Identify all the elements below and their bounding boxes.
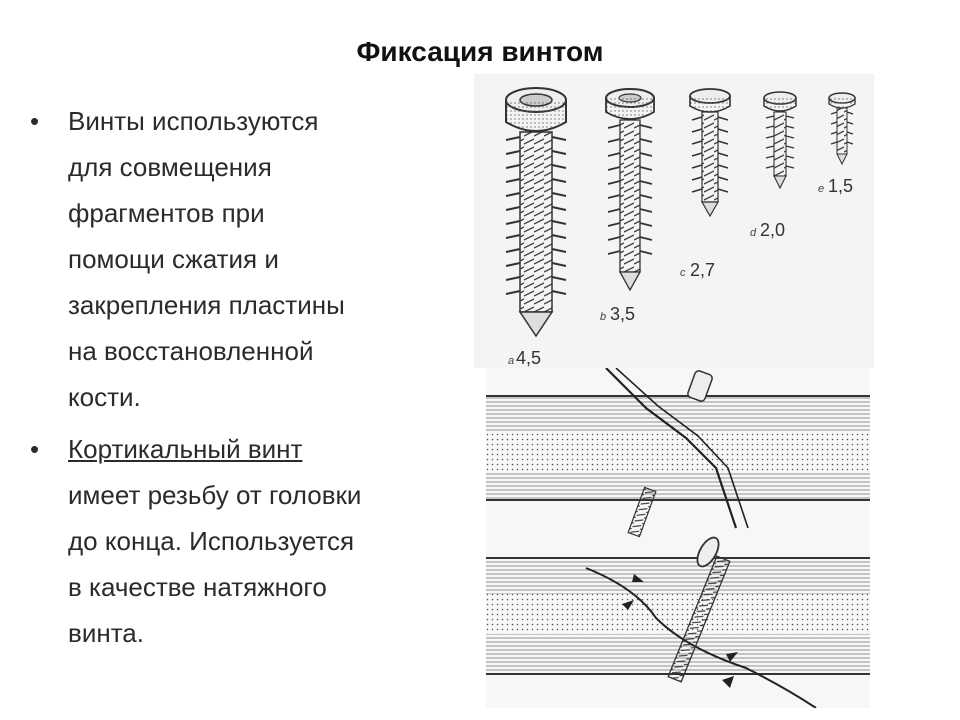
bullet-line: Винты используются <box>68 106 319 136</box>
screw-d-icon <box>763 91 797 190</box>
svg-text:2,7: 2,7 <box>690 260 715 280</box>
compression-arrow-icon <box>622 574 738 688</box>
bullet-item-cortical-screw: • Кортикальный винт имеет резьбу от голо… <box>28 426 468 656</box>
slide-title: Фиксация винтом <box>356 36 604 67</box>
bullet-line: закрепления пластины <box>68 290 345 320</box>
bone-fracture-figure <box>486 367 870 709</box>
bullet-item-screws-usage: • Винты используются для совмещения фраг… <box>28 98 468 420</box>
bullet-line: на восстановленной <box>68 336 314 366</box>
bullet-dot-icon: • <box>30 434 40 464</box>
screw-e-icon <box>828 92 856 166</box>
upper-bone-segment <box>486 395 870 501</box>
screw-label-b: b 3,5 <box>600 304 635 324</box>
screw-label-a: a 4,5 <box>508 348 541 368</box>
svg-text:b: b <box>600 311 606 323</box>
svg-text:1,5: 1,5 <box>828 176 853 196</box>
screw-b-icon <box>605 88 655 292</box>
screw-sizes-drawing: a 4,5 b 3,5 c 2,7 d 2,0 e 1,5 <box>505 87 856 368</box>
bullet-line: до конца. Используется <box>68 526 355 556</box>
screw-label-d: d 2,0 <box>750 220 785 240</box>
cortical-screw-term: Кортикальный винт <box>68 434 303 464</box>
bullet-line: фрагментов при <box>68 198 265 228</box>
bullet-dot-icon: • <box>30 106 40 136</box>
svg-text:3,5: 3,5 <box>610 304 635 324</box>
svg-text:d: d <box>750 227 757 239</box>
svg-text:2,0: 2,0 <box>760 220 785 240</box>
bone-fracture-lag-screw-icon <box>486 367 870 709</box>
bullet-line: помощи сжатия и <box>68 244 279 274</box>
svg-text:e: e <box>818 183 824 195</box>
screw-label-e: e 1,5 <box>818 176 853 196</box>
bullet-line: имеет резьбу от головки <box>68 480 362 510</box>
screw-label-c: c 2,7 <box>680 260 715 280</box>
bullet-line: в качестве натяжного <box>68 572 327 602</box>
svg-text:c: c <box>680 267 686 279</box>
bullet-line: для совмещения <box>68 152 272 182</box>
screw-a-icon <box>505 87 567 338</box>
bullet-line: кости. <box>68 382 141 412</box>
svg-text:4,5: 4,5 <box>516 348 541 368</box>
screw-c-icon <box>689 88 731 218</box>
svg-text:a: a <box>508 355 514 367</box>
bullet-list: • Винты используются для совмещения фраг… <box>28 98 468 662</box>
small-lag-screw-icon <box>627 370 713 538</box>
cortical-lag-screw-icon <box>667 536 731 683</box>
bullet-line: винта. <box>68 618 144 648</box>
screw-sizes-figure: a 4,5 b 3,5 c 2,7 d 2,0 e 1,5 <box>474 74 874 368</box>
